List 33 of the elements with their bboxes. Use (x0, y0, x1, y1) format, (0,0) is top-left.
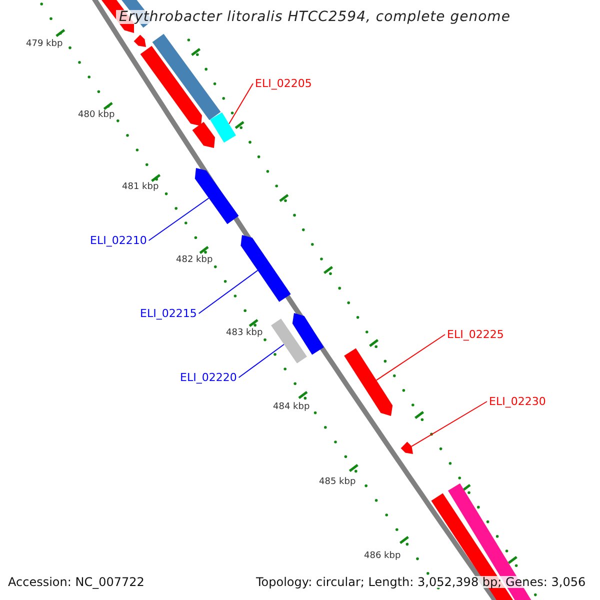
gene-label: ELI_02230 (489, 396, 546, 407)
gene-bar (210, 112, 236, 143)
leader-line (228, 83, 254, 124)
gene-bar (400, 442, 413, 454)
gene-bar (344, 348, 393, 416)
gene-bar (271, 318, 307, 364)
gene-bar (292, 313, 324, 355)
gene-bar (140, 46, 202, 126)
gene-label: ELI_02225 (447, 329, 504, 340)
tick-label: 482 kbp (176, 256, 213, 265)
gene-label: ELI_02210 (90, 235, 147, 246)
leader-line (376, 334, 446, 381)
tick-label: 484 kbp (273, 403, 310, 412)
tick-label: 480 kbp (78, 111, 115, 120)
leader-line (238, 344, 284, 378)
gene-label: ELI_02205 (255, 78, 312, 89)
tick-label: 485 kbp (319, 478, 356, 487)
leader-line (148, 198, 210, 241)
tick-label: 479 kbp (26, 40, 63, 49)
tick-label: 481 kbp (122, 183, 159, 192)
gene-bar (240, 235, 291, 302)
gene-bar (152, 34, 221, 120)
footer-text: Accession: NC_007722 (8, 576, 144, 588)
footer-text: Topology: circular; Length: 3,052,398 bp; Genes: 3,056 (256, 576, 586, 588)
gene-label: ELI_02215 (140, 308, 197, 319)
tick-label: 483 kbp (226, 329, 263, 338)
gene-label: ELI_02220 (180, 372, 237, 383)
leader-line (198, 270, 258, 314)
tick-label: 486 kbp (364, 552, 401, 561)
gene-bar (134, 34, 146, 47)
leader-line (411, 401, 488, 447)
gene-bar (192, 122, 215, 148)
gene-bar (194, 168, 239, 224)
